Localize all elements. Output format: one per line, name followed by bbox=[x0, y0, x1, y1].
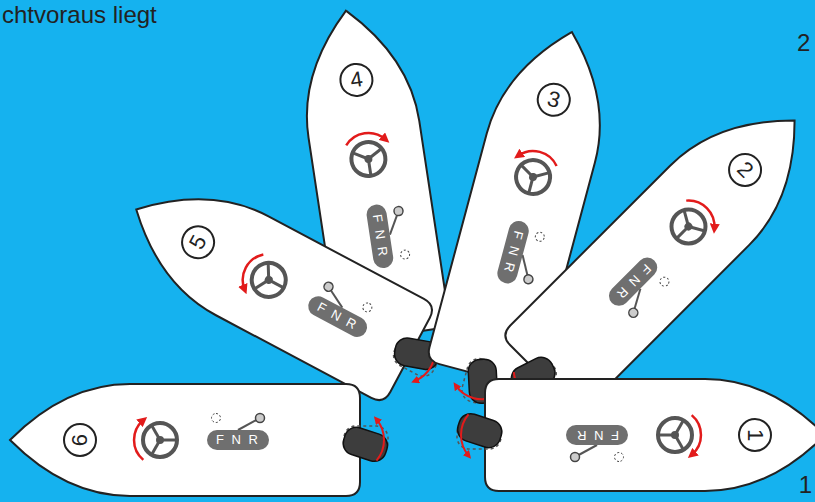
wheel-spoke bbox=[688, 221, 703, 236]
lever-knob bbox=[322, 281, 334, 293]
wheel-spoke bbox=[269, 280, 283, 288]
wheel-spoke bbox=[533, 169, 548, 180]
wheel-turn-arrow bbox=[518, 147, 559, 166]
outboard-motor bbox=[393, 336, 441, 371]
wheel-spoke bbox=[262, 264, 276, 280]
lever-text: F N R bbox=[216, 432, 260, 447]
side-number: 2 bbox=[797, 30, 810, 56]
wheel-spoke bbox=[160, 439, 176, 442]
wheel-spoke bbox=[675, 421, 683, 435]
wheel-turn-arrow bbox=[236, 250, 263, 289]
wheel-spoke bbox=[152, 440, 160, 454]
lever-knob-ghost bbox=[361, 301, 373, 313]
lever-knob-ghost bbox=[534, 231, 545, 242]
boat-hull bbox=[485, 379, 815, 491]
steering-wheel bbox=[512, 156, 554, 198]
steering-wheel bbox=[143, 423, 177, 457]
steering-wheel bbox=[246, 257, 292, 303]
heading-fragment: chtvoraus liegt bbox=[2, 2, 157, 28]
lever-knob bbox=[256, 414, 265, 423]
boat-hull bbox=[110, 160, 436, 404]
boat-number: 3 bbox=[545, 88, 563, 112]
wheel-spoke bbox=[675, 435, 683, 449]
steering-wheel bbox=[658, 418, 692, 452]
wheel-spoke bbox=[367, 149, 382, 159]
boat-number: 1 bbox=[744, 429, 766, 441]
motor-neutral bbox=[389, 335, 441, 380]
wheel-spoke bbox=[255, 276, 269, 292]
boat: 6 F N R bbox=[10, 384, 360, 496]
wheel-spoke bbox=[368, 159, 370, 175]
boat-number: 6 bbox=[69, 434, 91, 446]
wheel-spoke bbox=[529, 177, 533, 192]
boat-number: 4 bbox=[349, 68, 364, 92]
lever-knob-ghost bbox=[658, 275, 671, 288]
boat: 1 F N R bbox=[485, 379, 815, 491]
motor-turn-arrow bbox=[461, 414, 469, 455]
motor-turn-arrow bbox=[377, 419, 385, 460]
throttle-lever: F N R bbox=[566, 425, 628, 445]
boat-number: 2 bbox=[733, 158, 757, 182]
throttle-lever: F N R bbox=[207, 430, 269, 450]
lever-knob bbox=[627, 306, 640, 319]
side-number: 1 bbox=[799, 472, 812, 498]
wheel-spoke bbox=[520, 166, 535, 177]
motor-turn-arrow bbox=[508, 372, 542, 406]
wheel-turn-arrow bbox=[686, 194, 721, 229]
wheel-turn-arrow bbox=[134, 420, 143, 460]
callout-number: 6 bbox=[63, 423, 97, 457]
wheel-spoke bbox=[679, 211, 694, 226]
steering-wheel bbox=[664, 202, 712, 250]
motor-turn-arrow bbox=[415, 345, 441, 385]
lever-knob-ghost bbox=[212, 414, 221, 423]
lever-knob-ghost bbox=[615, 453, 624, 462]
wheel-spoke bbox=[353, 151, 368, 161]
lever-knob bbox=[571, 453, 580, 462]
motor-turn-arrow bbox=[454, 386, 496, 404]
boat-hull bbox=[10, 384, 360, 496]
wheel-spoke bbox=[677, 227, 688, 238]
steering-wheel bbox=[349, 140, 388, 179]
lever-knob bbox=[393, 206, 403, 216]
wheel-turn-arrow bbox=[692, 415, 701, 455]
lever-knob-ghost bbox=[400, 249, 410, 259]
wheel-spoke bbox=[152, 426, 160, 440]
lever-knob bbox=[523, 274, 534, 285]
boat-hull bbox=[426, 18, 626, 390]
wheel-spoke bbox=[659, 434, 675, 437]
boat-number: 5 bbox=[186, 232, 211, 253]
callout-number: 1 bbox=[738, 418, 772, 452]
wheel-turn-arrow bbox=[345, 130, 386, 145]
lever-text: F N R bbox=[575, 428, 619, 443]
